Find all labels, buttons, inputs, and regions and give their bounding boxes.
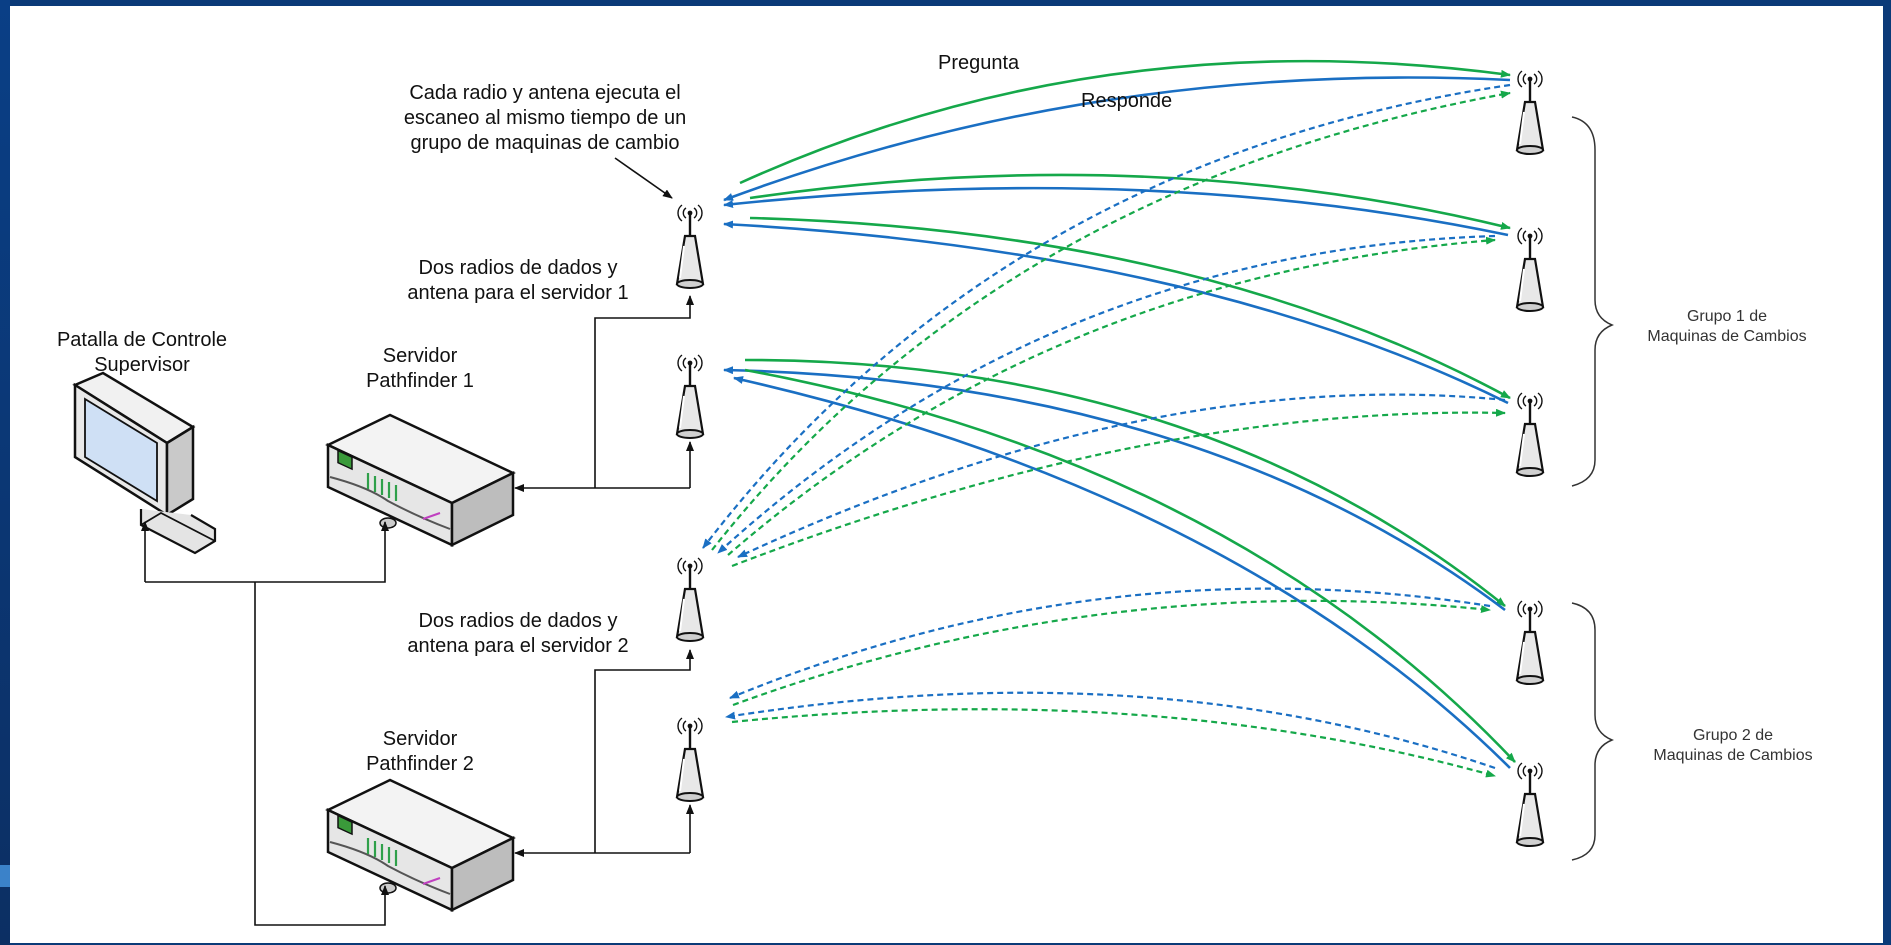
scan-note-line-3: grupo de maquinas de cambio xyxy=(410,132,679,154)
diagram-panel xyxy=(10,6,1883,943)
pregunta-label: Pregunta xyxy=(938,52,1020,74)
monitor-label-line-1: Patalla de Controle xyxy=(57,329,227,351)
antenna-icon-g1a xyxy=(1515,69,1545,156)
antenna-icon-s2b xyxy=(675,716,705,803)
slide-left-strip xyxy=(0,0,10,945)
wired-connections xyxy=(141,157,694,926)
slide-left-marker xyxy=(0,865,10,887)
monitor-label-line-2: Supervisor xyxy=(94,354,190,376)
antenna-icon-g1b xyxy=(1515,226,1545,313)
server-1-icon xyxy=(326,413,515,547)
antenna-icon-s1a xyxy=(675,203,705,290)
antenna-icon-g1c xyxy=(1515,391,1545,478)
radios-server1-line-2: antena para el servidor 1 xyxy=(407,282,628,304)
dashed-links xyxy=(702,83,1511,778)
group1-label-line-1: Grupo 1 de xyxy=(1687,308,1767,325)
radios-server2-line-1: Dos radios de dados y xyxy=(418,610,617,632)
radios-server1-line-1: Dos radios de dados y xyxy=(418,257,617,279)
server1-label-line-2: Pathfinder 1 xyxy=(366,370,474,392)
antenna-icon-s1b xyxy=(675,353,705,440)
server2-label-line-2: Pathfinder 2 xyxy=(366,753,474,775)
group-2-brace xyxy=(1571,602,1614,861)
scan-note-line-1: Cada radio y antena ejecuta el xyxy=(409,82,680,104)
server1-label-line-1: Servidor xyxy=(383,345,458,367)
antenna-icon-g2a xyxy=(1515,599,1545,686)
scan-note-line-2: escaneo al mismo tiempo de un xyxy=(404,107,686,129)
antenna-icon-s2a xyxy=(675,556,705,643)
radios-server2-line-2: antena para el servidor 2 xyxy=(407,635,628,657)
group1-label-line-2: Maquinas de Cambios xyxy=(1647,328,1806,345)
group2-label-line-1: Grupo 2 de xyxy=(1693,727,1773,744)
antenna-icon-g2b xyxy=(1515,761,1545,848)
group-1-brace xyxy=(1571,116,1614,487)
solid-links xyxy=(723,59,1516,769)
server-2-icon xyxy=(326,778,515,912)
responde-label: Responde xyxy=(1081,90,1172,112)
group2-label-line-2: Maquinas de Cambios xyxy=(1653,747,1812,764)
server2-label-line-1: Servidor xyxy=(383,728,458,750)
